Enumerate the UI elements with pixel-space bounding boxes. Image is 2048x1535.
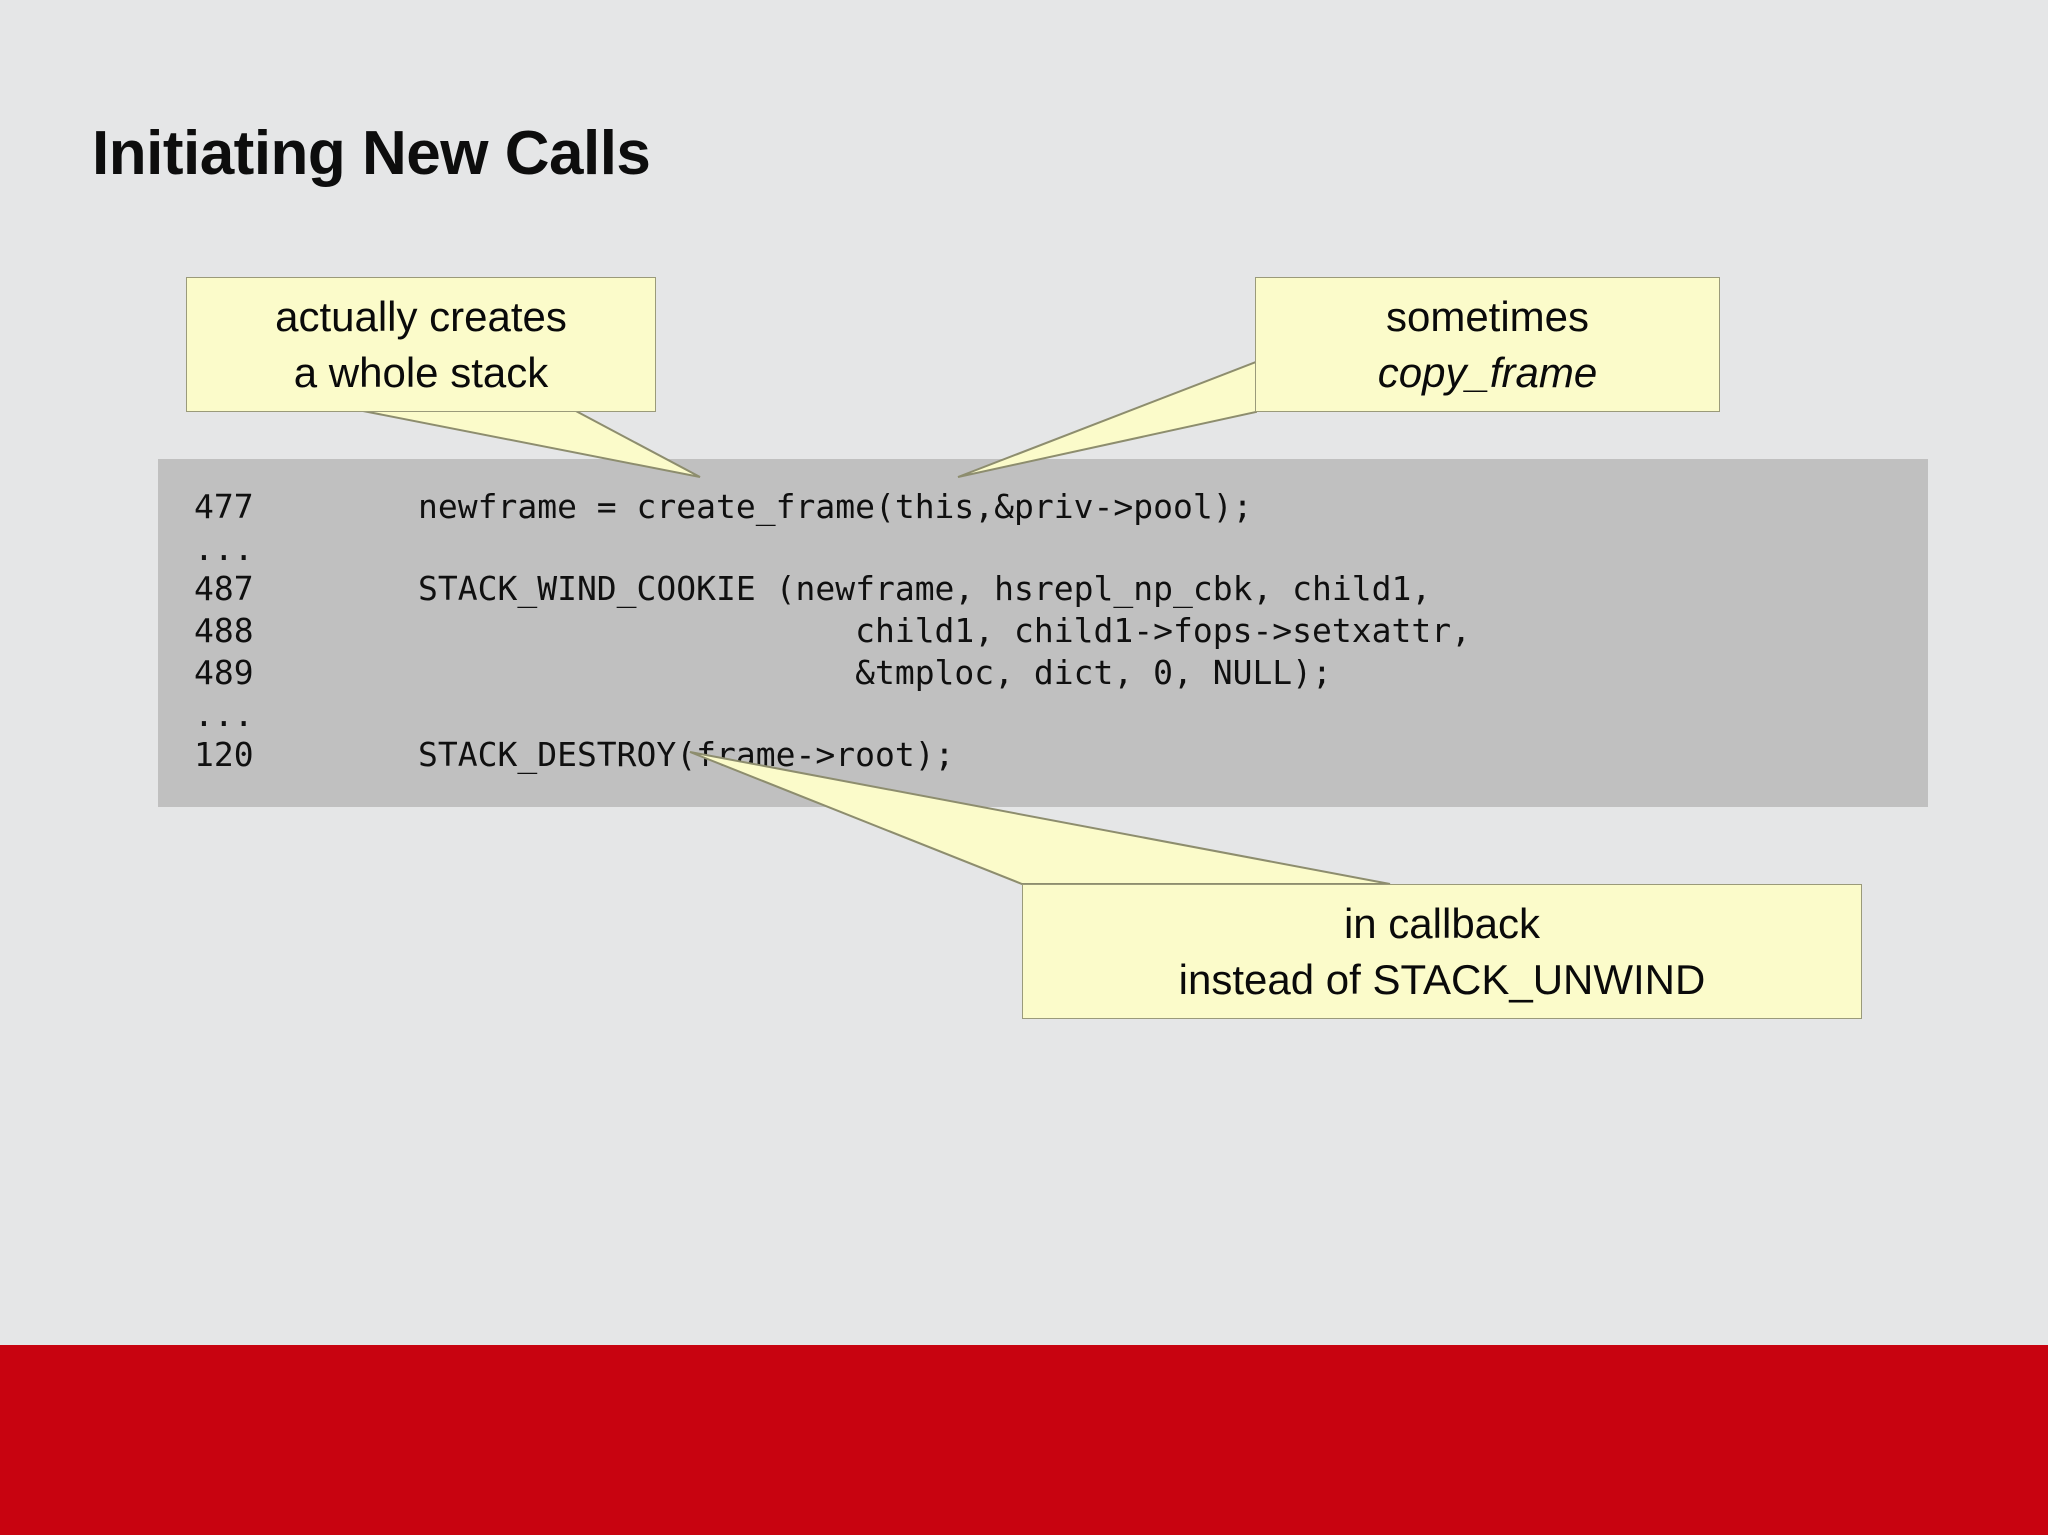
code-line-text: STACK_DESTROY(frame->root); — [418, 735, 955, 774]
code-line-number: 487 — [194, 569, 254, 608]
code-line-477: 477 newframe = create_frame(this,&priv->p… — [158, 487, 1252, 526]
callout-in-callback: in callback instead of STACK_UNWIND — [1022, 884, 1862, 1019]
code-line-text: STACK_WIND_COOKIE (newframe, hsrepl_np_c… — [418, 569, 1432, 608]
callout-sometimes: sometimes copy_frame — [1255, 277, 1720, 412]
bottom-accent-bar — [0, 1345, 2048, 1535]
code-line-489: 489 &tmploc, dict, 0, NULL); — [158, 653, 1332, 692]
callout-creates-line2: a whole stack — [293, 348, 549, 396]
code-line-number: 477 — [194, 487, 254, 526]
callout-creates-line1: actually creates — [275, 293, 567, 341]
callout-sometimes-line2: copy_frame — [1377, 348, 1598, 396]
callout-in-callback-line1: in callback — [1343, 900, 1541, 948]
code-line-488: 488 child1, child1->fops->setxattr, — [158, 611, 1471, 650]
code-line-487: 487 STACK_WIND_COOKIE (newframe, hsrepl_n… — [158, 569, 1431, 608]
code-line-number: ... — [194, 529, 254, 568]
callout-sometimes-line1: sometimes — [1385, 293, 1590, 341]
code-line-text: &tmploc, dict, 0, NULL); — [418, 653, 1332, 692]
code-line-number: 120 — [194, 735, 254, 774]
code-line-text: child1, child1->fops->setxattr, — [418, 611, 1471, 650]
code-line-ellipsis-1: ... — [158, 529, 418, 568]
code-line-text: newframe = create_frame(this,&priv->pool… — [418, 487, 1253, 526]
code-line-120: 120 STACK_DESTROY(frame->root); — [158, 735, 954, 774]
code-line-number: ... — [194, 695, 254, 734]
callout-creates: actually creates a whole stack — [186, 277, 656, 412]
code-line-number: 489 — [194, 653, 254, 692]
page-title: Initiating New Calls — [92, 119, 651, 188]
code-line-ellipsis-2: ... — [158, 695, 418, 734]
code-line-number: 488 — [194, 611, 254, 650]
code-block: 477 newframe = create_frame(this,&priv->p… — [158, 459, 1928, 807]
callout-in-callback-line2: instead of STACK_UNWIND — [1178, 955, 1706, 1003]
